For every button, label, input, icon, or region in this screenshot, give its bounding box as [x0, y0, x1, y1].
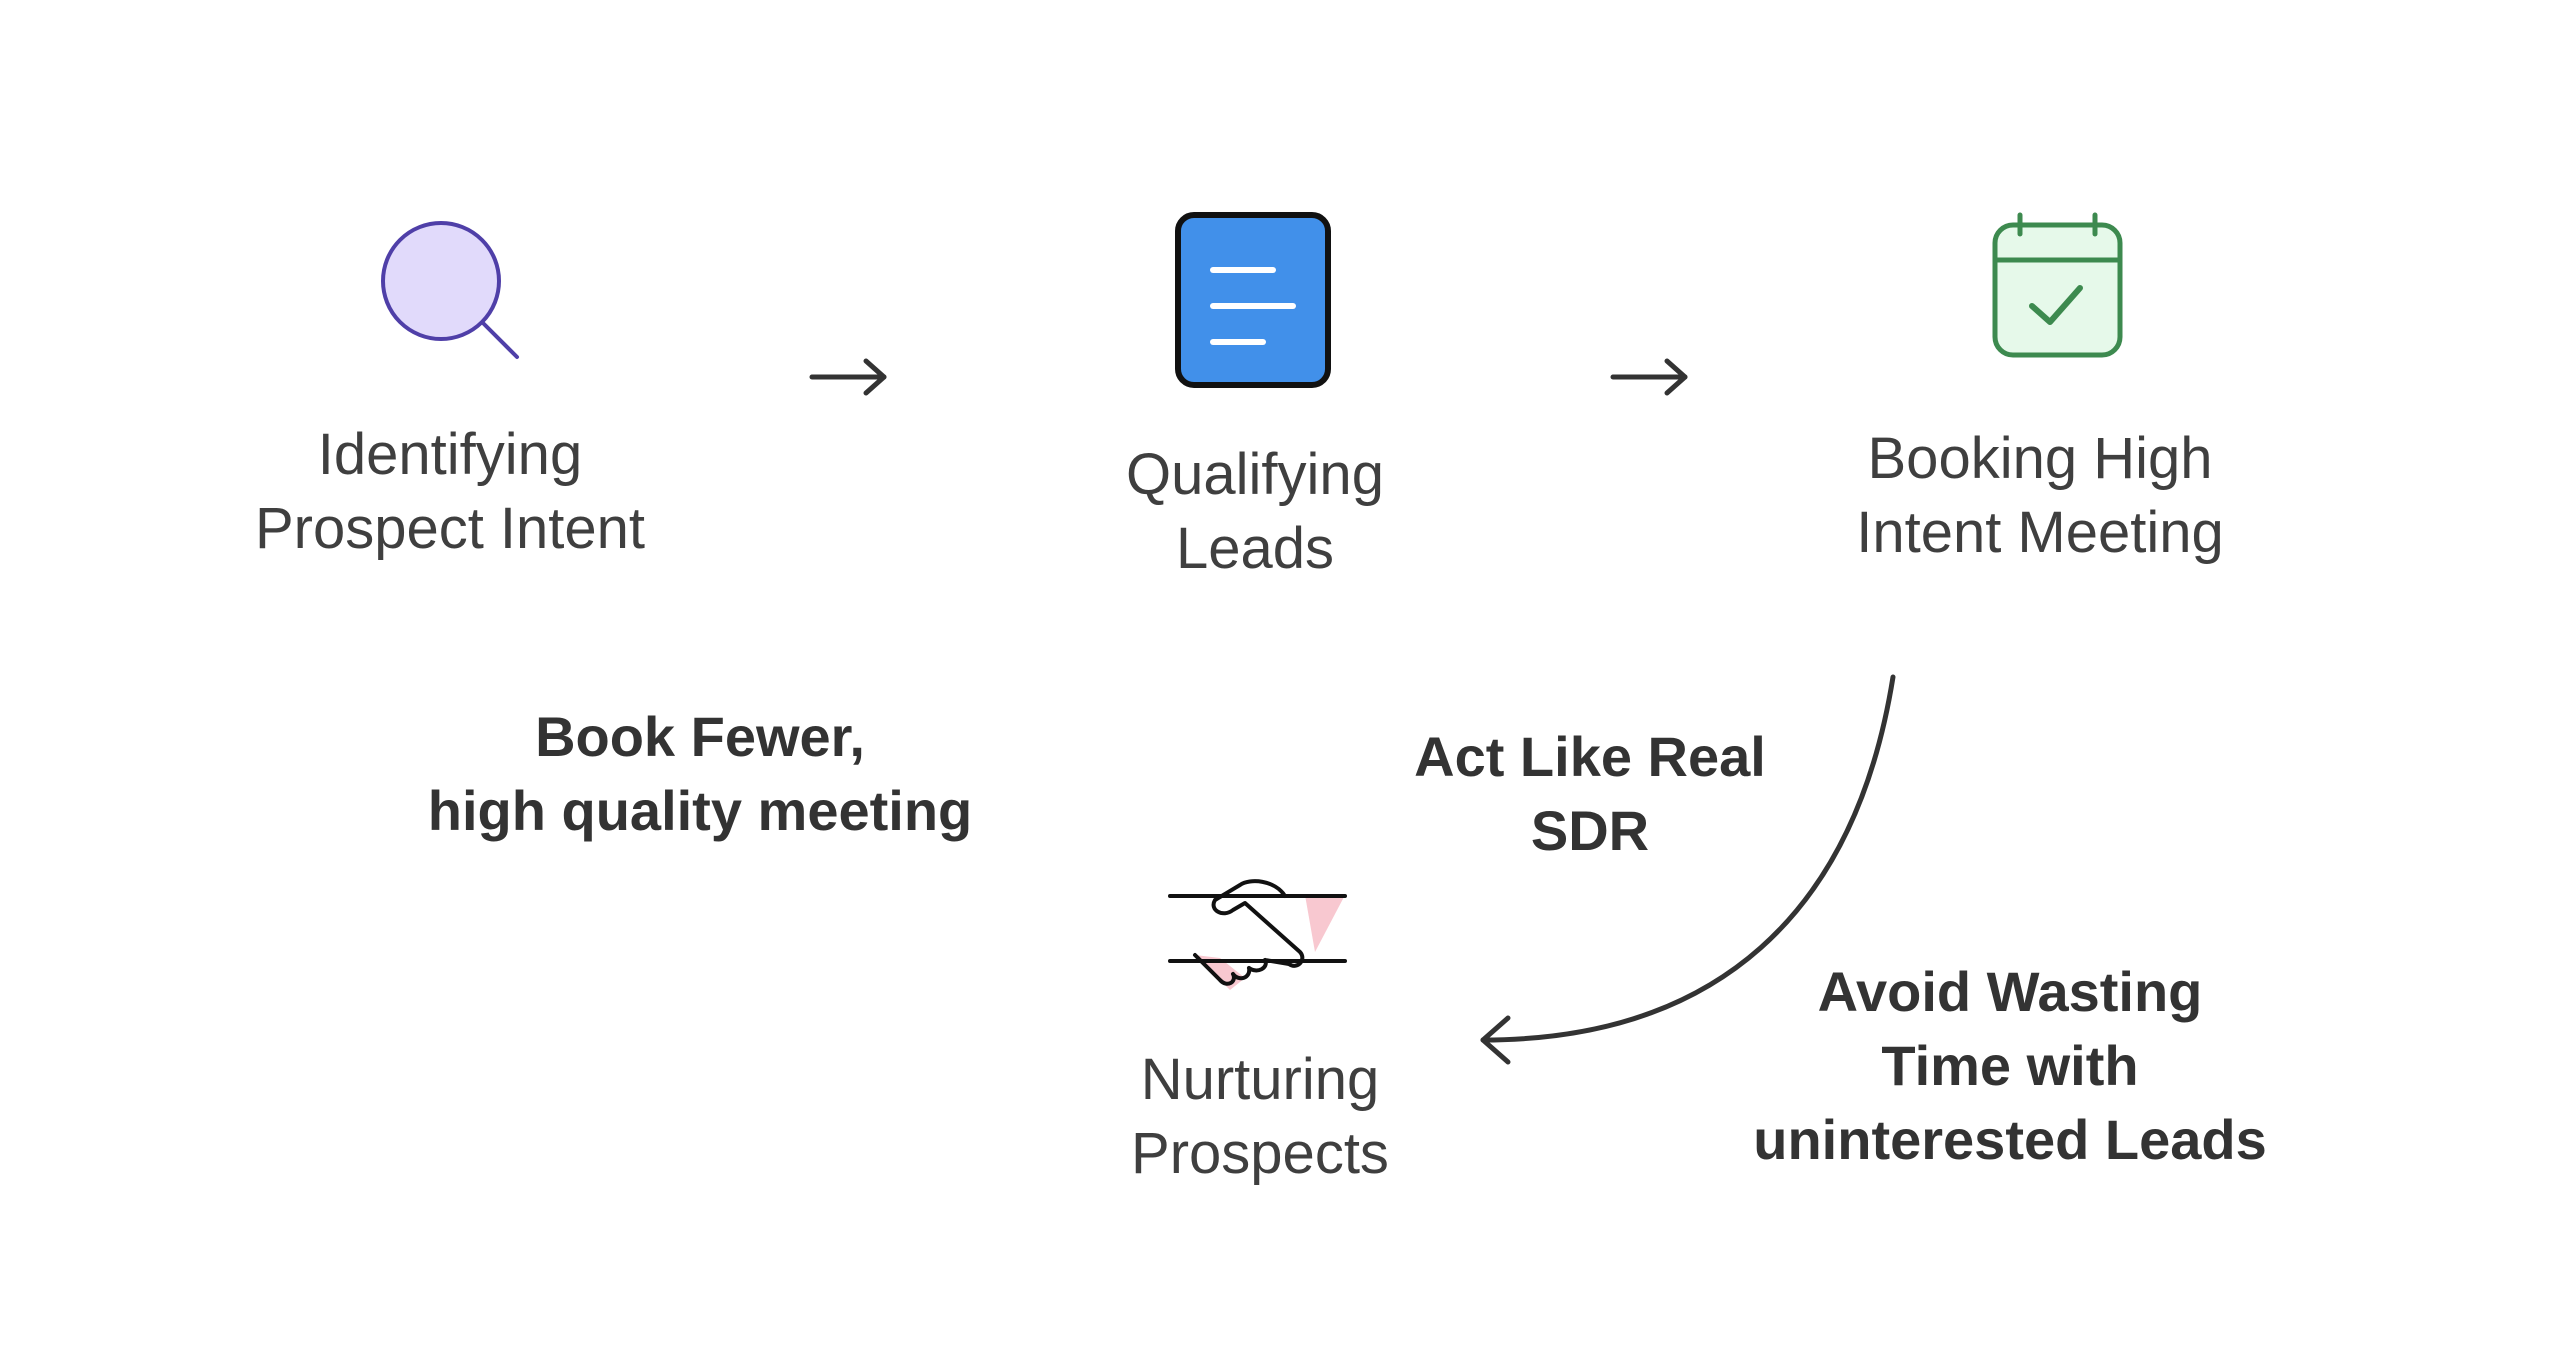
note-avoid-line2: Time with [1881, 1034, 2139, 1097]
node-booking-line1: Booking High [1867, 426, 2213, 491]
note-act-like-sdr: Act Like Real SDR [1340, 720, 1840, 868]
node-qualifying-line1: Qualifying [1126, 442, 1384, 507]
node-identifying-label: Identifying Prospect Intent [200, 418, 700, 566]
magnifying-glass-icon [381, 221, 519, 359]
note-book-fewer-line1: Book Fewer, [535, 705, 865, 768]
handshake-icon [1168, 879, 1347, 990]
node-identifying-line1: Identifying [317, 422, 583, 487]
note-act-like-line2: SDR [1530, 799, 1650, 862]
arrow-booking-to-nurture [1480, 674, 1896, 1065]
calendar-check-icon [1992, 212, 2123, 358]
node-booking-label: Booking High Intent Meeting [1790, 422, 2290, 570]
note-avoid-wasting: Avoid Wasting Time with uninterested Lea… [1680, 955, 2340, 1177]
document-icon [1175, 212, 1331, 388]
arrow-qualify-to-booking [1610, 358, 1688, 396]
node-booking-line2: Intent Meeting [1856, 500, 2224, 565]
node-nurturing-label: Nurturing Prospects [1010, 1043, 1510, 1191]
node-qualifying-line2: Leads [1175, 516, 1335, 581]
note-avoid-line3: uninterested Leads [1753, 1108, 2267, 1171]
node-nurturing-line1: Nurturing [1140, 1047, 1380, 1112]
node-nurturing-line2: Prospects [1131, 1121, 1389, 1186]
node-identifying-line2: Prospect Intent [254, 496, 646, 561]
note-avoid-line1: Avoid Wasting [1817, 960, 2203, 1023]
note-book-fewer-line2: high quality meeting [427, 779, 973, 842]
arrow-identify-to-qualify [809, 358, 887, 396]
node-qualifying-label: Qualifying Leads [1005, 438, 1505, 586]
note-act-like-line1: Act Like Real [1414, 725, 1766, 788]
note-book-fewer: Book Fewer, high quality meeting [380, 700, 1020, 848]
